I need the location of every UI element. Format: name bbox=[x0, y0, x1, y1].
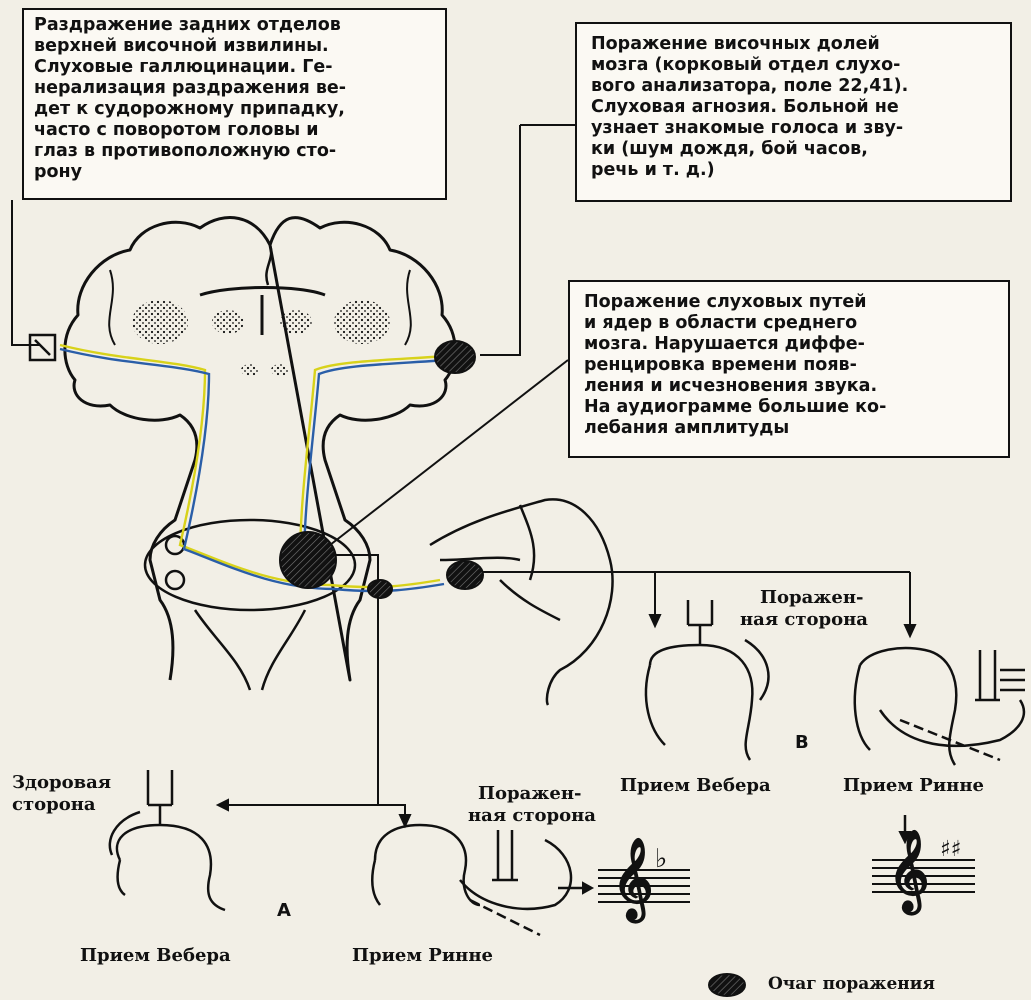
legend-lesion-icon bbox=[709, 974, 745, 996]
box-line: ки (шум дождя, бой часов, bbox=[591, 139, 996, 160]
label-line: ная сторона bbox=[740, 609, 868, 631]
label-line: сторона bbox=[12, 794, 111, 816]
box-line: вого анализатора, поле 22,41). bbox=[591, 76, 996, 97]
rinne-b-drawing bbox=[855, 648, 1025, 765]
rinne-a-drawing bbox=[372, 825, 571, 935]
box-line: глаз в противоположную сто- bbox=[34, 141, 435, 162]
treble-clef-a-icon: 𝄞 bbox=[612, 838, 653, 918]
box-line: узнает знакомые голоса и зву- bbox=[591, 118, 996, 139]
box-line: речь и т. д.) bbox=[591, 160, 996, 181]
box-line: верхней височной извилины. bbox=[34, 36, 435, 57]
box-line: мозга (корковый отдел слухо- bbox=[591, 55, 996, 76]
treble-clef-b-icon: 𝄞 bbox=[888, 830, 929, 910]
box-line: Поражение слуховых путей bbox=[584, 292, 994, 313]
temporal-lobe-lesion-box: Поражение височных долей мозга (корковый… bbox=[575, 22, 1012, 202]
label-line: Поражен- bbox=[468, 783, 596, 805]
box-line: часто с поворотом головы и bbox=[34, 120, 435, 141]
midbrain-pathway-lesion-box: Поражение слуховых путей и ядер в област… bbox=[568, 280, 1010, 458]
sharp-sign-b-icon: ♯♯ bbox=[940, 838, 961, 860]
rinne-a-caption: Прием Ринне bbox=[352, 945, 493, 967]
box-line: На аудиограмме большие ко- bbox=[584, 397, 994, 418]
box-line: лебания амплитуды bbox=[584, 418, 994, 439]
label-line: Поражен- bbox=[740, 587, 868, 609]
box-line: и ядер в области среднего bbox=[584, 313, 994, 334]
legend-label: Очаг поражения bbox=[768, 973, 935, 995]
box-line: нерализация раздражения ве- bbox=[34, 78, 435, 99]
box-line: рону bbox=[34, 162, 435, 183]
weber-a-drawing bbox=[110, 770, 225, 910]
box-line: Слуховые галлюцинации. Ге- bbox=[34, 57, 435, 78]
box-line: Раздражение задних отделов bbox=[34, 15, 435, 36]
rinne-b-caption: Прием Ринне bbox=[843, 775, 984, 797]
letter-b: В bbox=[795, 732, 809, 754]
letter-a: А bbox=[277, 900, 291, 922]
weber-b-caption: Прием Вебера bbox=[620, 775, 771, 797]
box-line: Поражение височных долей bbox=[591, 34, 996, 55]
box-line: ления и исчезновения звука. bbox=[584, 376, 994, 397]
temporal-gyrus-irritation-box: Раздражение задних отделов верхней височ… bbox=[22, 8, 447, 200]
box-line: мозга. Нарушается диффе- bbox=[584, 334, 994, 355]
affected-side-label-a: Поражен- ная сторона bbox=[468, 783, 596, 827]
weber-a-caption: Прием Вебера bbox=[80, 945, 231, 967]
box-line: Слуховая агнозия. Больной не bbox=[591, 97, 996, 118]
healthy-side-label: Здоровая сторона bbox=[12, 772, 111, 816]
label-line: Здоровая bbox=[12, 772, 111, 794]
box-line: ренцировка времени появ- bbox=[584, 355, 994, 376]
label-line: ная сторона bbox=[468, 805, 596, 827]
box-line: дет к судорожному припадку, bbox=[34, 99, 435, 120]
auditory-pathways bbox=[60, 345, 460, 591]
affected-side-label-b: Поражен- ная сторона bbox=[740, 587, 868, 631]
flat-sign-a-icon: ♭ bbox=[655, 848, 667, 870]
